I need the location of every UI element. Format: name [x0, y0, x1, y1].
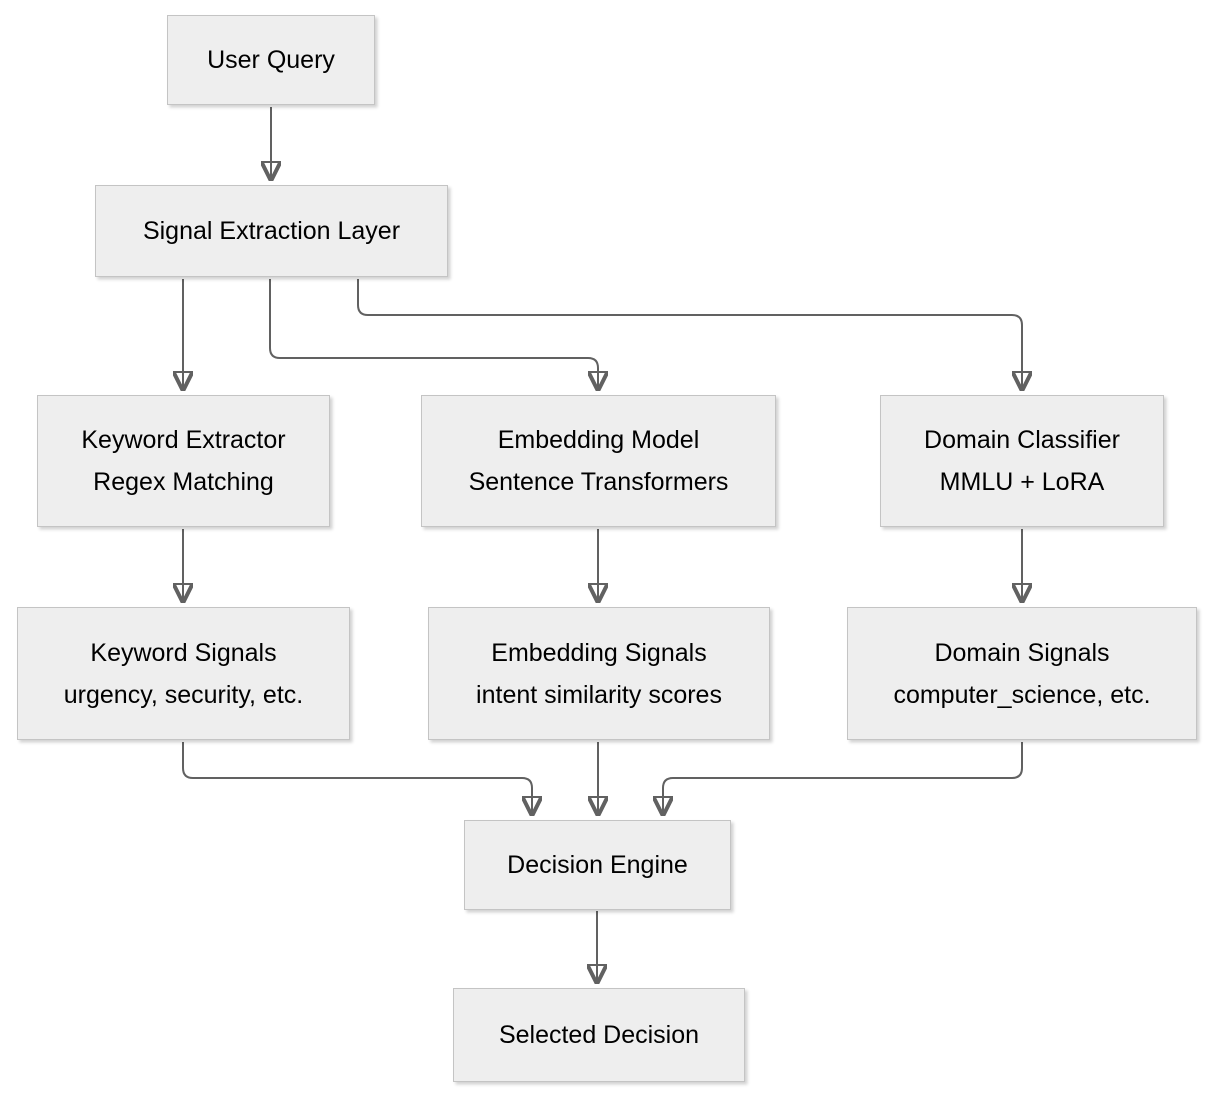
- node-selected-decision-label: Selected Decision: [498, 1021, 700, 1049]
- node-signal-extraction-layer: Signal Extraction Layer: [95, 185, 448, 277]
- edge-signal-extraction-to-domain-classifier: [357, 279, 1022, 390]
- node-keyword-extractor-label: Keyword Extractor: [81, 426, 286, 454]
- node-embedding-signals-label: Embedding Signals: [491, 638, 707, 667]
- node-embedding-model: Embedding Model Sentence Transformers: [421, 395, 776, 527]
- node-domain-classifier-sublabel: MMLU + LoRA: [939, 468, 1105, 496]
- edge-signal-extraction-to-embedding-model: [269, 279, 598, 390]
- node-keyword-signals: Keyword Signals urgency, security, etc.: [17, 607, 350, 740]
- node-selected-decision: Selected Decision: [453, 988, 745, 1082]
- node-embedding-model-label: Embedding Model: [497, 426, 700, 454]
- node-embedding-signals-sublabel: intent similarity scores: [476, 680, 722, 709]
- node-domain-signals-sublabel: computer_science, etc.: [893, 680, 1151, 709]
- node-decision-engine: Decision Engine: [464, 820, 731, 910]
- node-keyword-signals-label: Keyword Signals: [90, 638, 277, 667]
- node-embedding-signals: Embedding Signals intent similarity scor…: [428, 607, 770, 740]
- node-embedding-model-sublabel: Sentence Transformers: [468, 468, 729, 496]
- node-keyword-signals-sublabel: urgency, security, etc.: [63, 680, 304, 709]
- node-user-query-label: User Query: [207, 46, 335, 74]
- node-keyword-extractor-sublabel: Regex Matching: [93, 468, 274, 496]
- node-user-query: User Query: [167, 15, 375, 105]
- edge-domain-signals-to-decision-engine: [663, 742, 1023, 815]
- node-domain-classifier-label: Domain Classifier: [924, 426, 1120, 454]
- node-signal-extraction-layer-label: Signal Extraction Layer: [142, 217, 401, 245]
- node-decision-engine-label: Decision Engine: [507, 851, 688, 879]
- node-domain-classifier: Domain Classifier MMLU + LoRA: [880, 395, 1164, 527]
- node-keyword-extractor: Keyword Extractor Regex Matching: [37, 395, 330, 527]
- edge-keyword-signals-to-decision-engine: [182, 742, 532, 815]
- node-domain-signals: Domain Signals computer_science, etc.: [847, 607, 1197, 740]
- node-domain-signals-label: Domain Signals: [934, 638, 1110, 667]
